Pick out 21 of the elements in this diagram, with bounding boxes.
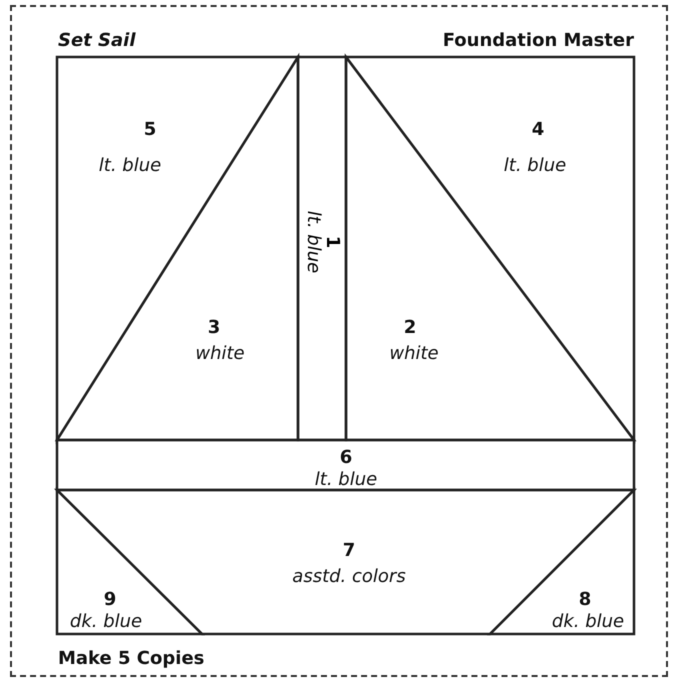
- piece-number: 2: [404, 319, 416, 337]
- fabric-color-label: white: [195, 345, 245, 363]
- piece-number: 9: [104, 591, 116, 609]
- fabric-color-label: lt. blue: [504, 157, 566, 175]
- piece-number: 6: [340, 449, 352, 467]
- fabric-color-label: lt. blue: [303, 210, 322, 274]
- pattern-title: Set Sail: [58, 30, 136, 51]
- instruction-note: Make 5 Copies: [58, 648, 204, 669]
- piece-number: 1: [322, 236, 341, 248]
- piece-number: 5: [144, 121, 156, 139]
- piece-number: 7: [342, 542, 356, 560]
- piece-number: 8: [578, 591, 592, 609]
- fabric-color-label: lt. blue: [98, 157, 162, 175]
- fabric-color-label: white: [389, 345, 439, 363]
- header-label: Foundation Master: [442, 30, 634, 51]
- fabric-color-label: dk. blue: [552, 613, 624, 631]
- fabric-color-label: dk. blue: [70, 613, 142, 631]
- piece-number: 3: [208, 319, 220, 337]
- fabric-color-label: asstd. colors: [292, 568, 406, 586]
- piece-number: 4: [532, 121, 544, 139]
- fabric-color-label: lt. blue: [314, 471, 378, 489]
